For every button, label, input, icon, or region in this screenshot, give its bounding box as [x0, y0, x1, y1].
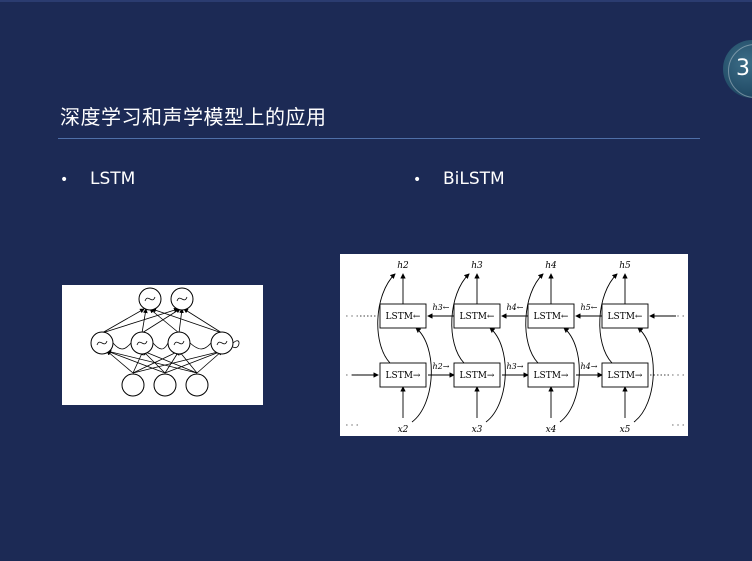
- bullet-bilstm: • BiLSTM: [413, 168, 505, 191]
- page-number: 3: [736, 56, 750, 81]
- bullet-lstm-label: LSTM: [90, 169, 136, 189]
- ellipsis-label: · · ·: [672, 371, 685, 380]
- backward-cell-label: LSTM←: [608, 312, 643, 322]
- ellipsis-label: · · ·: [346, 312, 359, 321]
- lstm-network-figure: [62, 285, 263, 405]
- ellipsis-label: · · ·: [346, 421, 359, 430]
- output-label: h5: [619, 261, 631, 271]
- ellipsis-label: · · ·: [672, 421, 685, 430]
- output-label: h3: [471, 261, 483, 271]
- bilstm-network-diagram: LSTM← LSTM← LSTM← LSTM← LSTM→ LSTM→ LSTM…: [346, 261, 685, 435]
- lstm-backward-cell-1: [379, 303, 427, 329]
- ellipsis-label: · · ·: [672, 312, 685, 321]
- lstm-network-diagram: [90, 287, 240, 397]
- backward-state-label: h3←: [433, 303, 450, 312]
- input-label: x2: [398, 425, 409, 435]
- top-border-line: [0, 0, 752, 2]
- forward-cell-label: LSTM→: [608, 371, 643, 381]
- slide-title: 深度学习和声学模型上的应用: [60, 105, 327, 129]
- input-label: x4: [546, 425, 557, 435]
- input-label: x3: [472, 425, 483, 435]
- forward-state-label: h2→: [433, 362, 450, 371]
- bullet-dot-icon: •: [413, 172, 422, 188]
- ellipsis-label: · · ·: [346, 371, 359, 380]
- forward-cell-label: LSTM→: [460, 371, 495, 381]
- bilstm-network-figure: LSTM← LSTM← LSTM← LSTM← LSTM→ LSTM→ LSTM…: [340, 254, 688, 436]
- backward-state-label: h5←: [581, 303, 598, 312]
- bullet-lstm: • LSTM: [60, 168, 135, 191]
- forward-cell-label: LSTM→: [534, 371, 569, 381]
- input-label: x5: [620, 425, 631, 435]
- lstm-backward-cell-4: [601, 303, 649, 329]
- lstm-forward-cell-3: [527, 362, 575, 388]
- backward-cell-label: LSTM←: [534, 312, 569, 322]
- lstm-backward-cell-3: [527, 303, 575, 329]
- output-label: h4: [545, 261, 557, 271]
- bullet-bilstm-label: BiLSTM: [443, 169, 505, 189]
- forward-state-label: h3→: [507, 362, 524, 371]
- lstm-backward-cell-2: [453, 303, 501, 329]
- forward-state-label: h4→: [581, 362, 598, 371]
- forward-cell-label: LSTM→: [386, 371, 421, 381]
- backward-cell-label: LSTM←: [386, 312, 421, 322]
- lstm-forward-cell-4: [601, 362, 649, 388]
- bullet-dot-icon: •: [60, 172, 69, 188]
- lstm-forward-cell-1: [379, 362, 427, 388]
- output-label: h2: [397, 261, 409, 271]
- backward-cell-label: LSTM←: [460, 312, 495, 322]
- backward-state-label: h4←: [507, 303, 524, 312]
- title-underline: [58, 138, 700, 139]
- lstm-forward-cell-2: [453, 362, 501, 388]
